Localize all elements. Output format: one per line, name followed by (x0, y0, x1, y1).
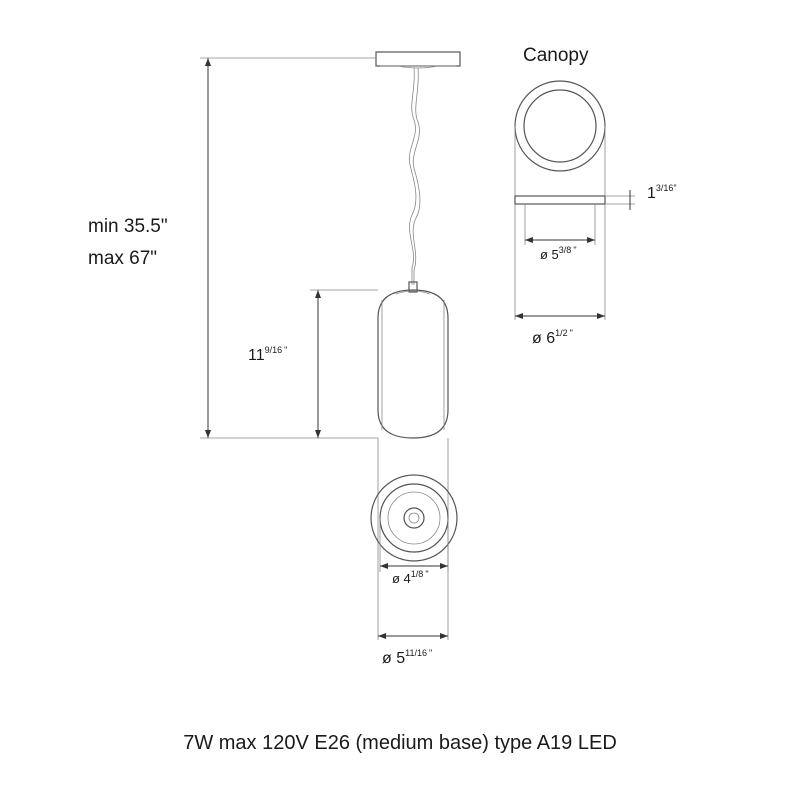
dimension-shade-height (310, 289, 378, 438)
dimension-canopy-thickness (605, 190, 635, 210)
canopy-top-view (514, 80, 606, 320)
dimension-overall-height (200, 57, 378, 439)
shade-outer-diameter-label: ø 511/16" (382, 648, 432, 667)
side-canopy (375, 51, 461, 69)
dimension-shade-outer (378, 633, 448, 639)
shade-bottom-view (370, 438, 458, 640)
canopy-label: Canopy (523, 45, 589, 66)
overall-height-min: min 35.5" (88, 216, 168, 237)
dimension-canopy-outer (515, 313, 605, 319)
canopy-inner-diameter-label: ø 53/8" (540, 245, 577, 262)
overall-height-max: max 67" (88, 248, 157, 269)
canopy-thickness-label: 13/16” (647, 183, 676, 202)
canopy-outer-diameter-label: ø 61/2" (532, 328, 573, 347)
spec-caption: 7W max 120V E26 (medium base) type A19 L… (183, 732, 617, 754)
shade-height-label: 119/16" (248, 345, 287, 364)
shade-inner-diameter-label: ø 41/8" (392, 569, 429, 586)
side-shade (377, 289, 449, 439)
dimension-shade-inner (379, 518, 449, 572)
suspension-cable (408, 67, 421, 293)
dimension-canopy-inner (525, 237, 595, 243)
